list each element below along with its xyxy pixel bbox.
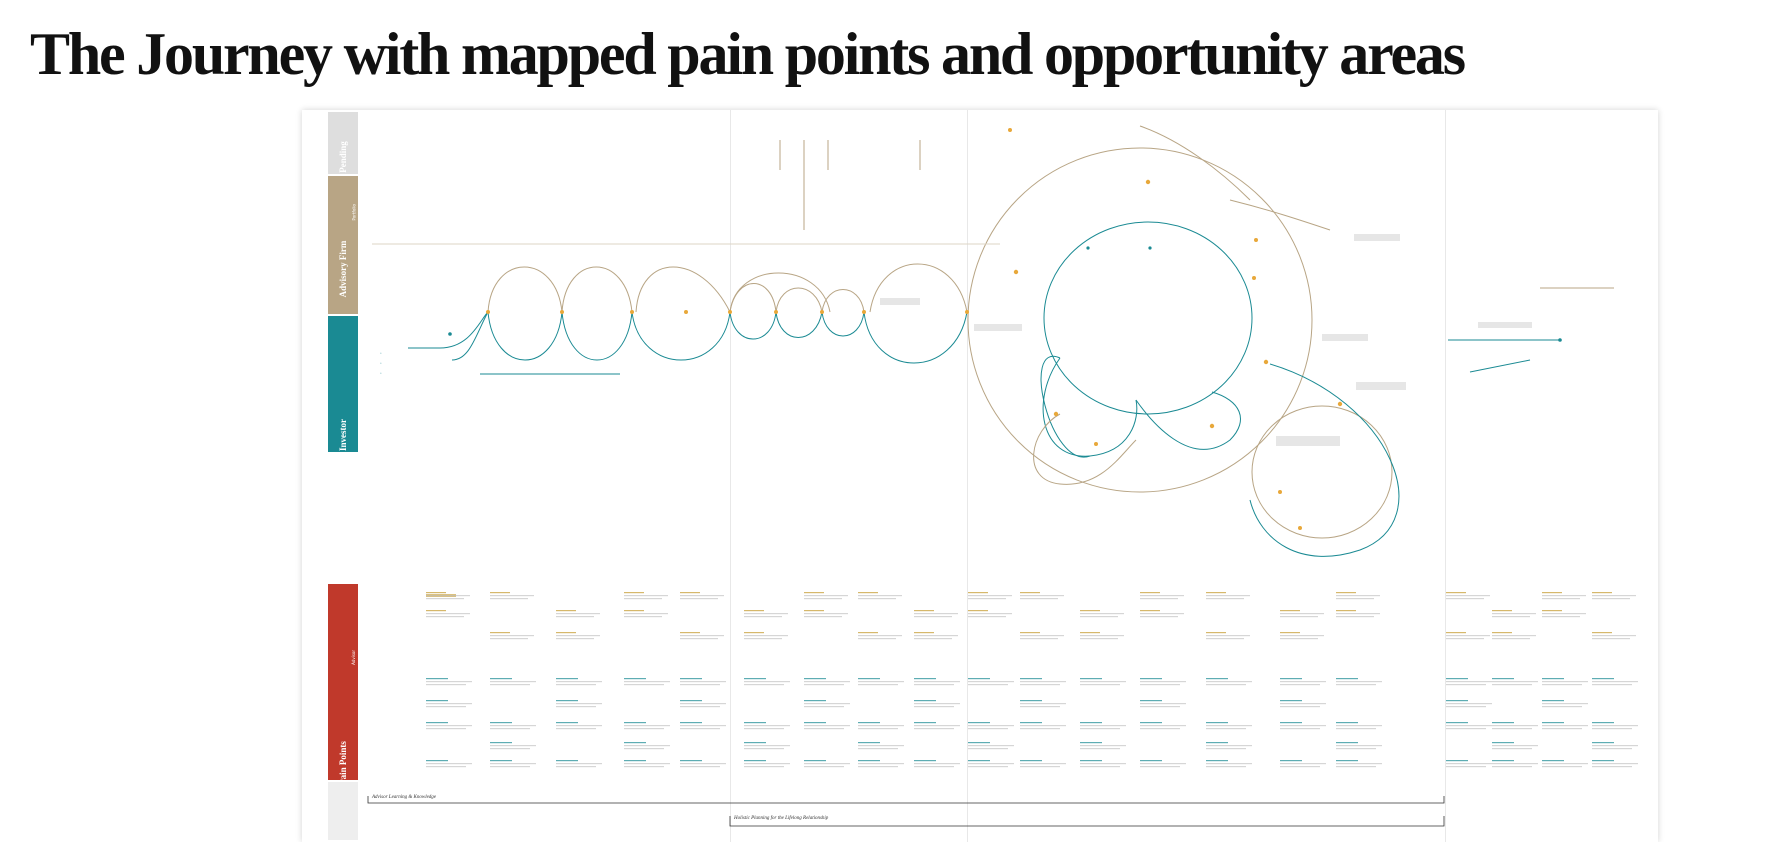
note-block: [974, 324, 1022, 331]
journey-loop: [1040, 355, 1091, 458]
journey-node: [630, 310, 634, 314]
note-block: [1354, 234, 1400, 241]
lane-pending: Pending: [328, 112, 358, 174]
journey-node: [1252, 276, 1256, 280]
note-block: [880, 298, 920, 305]
journey-right-loop-gold: [1251, 405, 1393, 539]
journey-loop: [561, 266, 633, 313]
journey-node: [1086, 246, 1090, 250]
journey-node: [728, 310, 732, 314]
journey-node: [1008, 128, 1012, 132]
entry-label: •: [380, 361, 382, 365]
note-block: [1322, 334, 1368, 341]
journey-node: [774, 310, 778, 314]
journey-loop: [821, 289, 865, 313]
note-block: [1276, 436, 1340, 446]
journey-loop: [729, 272, 831, 313]
journey-node: [1254, 238, 1258, 242]
journey-loop: [729, 283, 777, 313]
journey-loop: [561, 311, 633, 361]
journey-map-board: [302, 110, 1658, 842]
lane-footer-blank: [328, 782, 358, 840]
journey-loop: [487, 266, 563, 313]
timeline-bar: [729, 816, 1445, 827]
section-divider: [1445, 110, 1446, 842]
journey-node: [1558, 338, 1562, 342]
journey-node: [820, 310, 824, 314]
entry-label: •: [380, 351, 382, 355]
journey-connector: [1229, 199, 1331, 231]
journey-node: [1209, 423, 1215, 429]
journey-node: [1053, 411, 1059, 417]
journey-node: [1145, 179, 1151, 185]
bar-holistic-planning: Holistic Planning for the Lifelong Relat…: [734, 816, 829, 821]
journey-loop: [775, 311, 823, 338]
lane-advisory-firm: Advisory Firm Portfolio: [328, 176, 358, 314]
entry-branch: [408, 311, 489, 349]
journey-node: [560, 310, 564, 314]
lane-investor: Investor: [328, 316, 358, 452]
journey-loop: [635, 266, 731, 313]
journey-loop: [487, 311, 563, 361]
note-block: [1356, 382, 1406, 390]
journey-loop: [1135, 391, 1241, 450]
journey-loop: [863, 311, 968, 364]
journey-node: [1148, 246, 1152, 250]
journey-node: [862, 310, 866, 314]
journey-node: [1263, 359, 1269, 365]
entry-branch: [451, 311, 489, 361]
journey-loop: [869, 263, 968, 313]
section-divider: [967, 110, 968, 842]
journey-node: [684, 310, 688, 314]
lane-pain-points: Pain Points Advisor: [328, 584, 358, 785]
journey-node: [1094, 442, 1098, 446]
bar-advisor-learning: Advisor Learning & Knowledge: [372, 795, 437, 800]
journey-loop: [1042, 357, 1138, 457]
section-divider: [730, 110, 731, 842]
journey-node: [1298, 526, 1302, 530]
journey-node: [965, 310, 969, 314]
journey-right-arc-teal: [1249, 363, 1400, 557]
journey-node: [1337, 401, 1343, 407]
journey-node: [486, 310, 490, 314]
journey-big-loop-gold: [967, 147, 1313, 493]
journey-loop: [631, 311, 731, 361]
journey-loop: [729, 311, 777, 340]
journey-connector: [1139, 125, 1251, 201]
note-block: [1478, 322, 1532, 328]
journey-loop: [1033, 413, 1137, 485]
pain-card: [426, 594, 482, 609]
entry-label: •: [380, 371, 382, 375]
timeline-bar: [367, 796, 1445, 804]
journey-inner-loop-teal: [1043, 221, 1253, 415]
journey-node: [1278, 490, 1282, 494]
journey-connector: [1469, 359, 1531, 373]
journey-loop: [821, 311, 865, 337]
journey-node: [1013, 269, 1019, 275]
journey-node: [448, 332, 452, 336]
page-title: The Journey with mapped pain points and …: [30, 21, 1466, 87]
journey-loop: [775, 287, 823, 313]
